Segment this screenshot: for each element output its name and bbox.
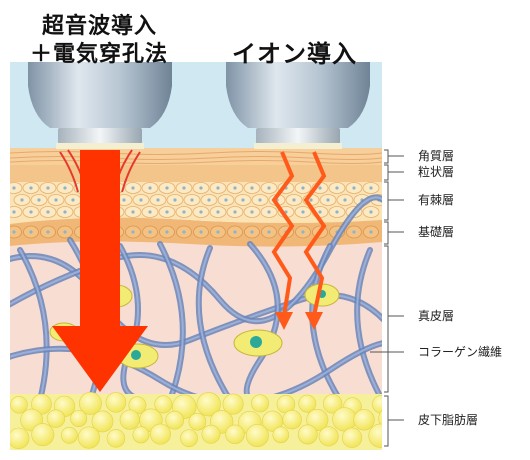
label-basal-layer: 基礎層 xyxy=(418,225,455,239)
label-dermis-layer: 真皮層 xyxy=(418,309,455,323)
title-right: イオン導入 xyxy=(232,40,357,68)
horny-layer-lines xyxy=(10,151,382,164)
epidermis-cells xyxy=(10,182,382,239)
title-left-line1: 超音波導入 xyxy=(42,14,158,39)
ion-zigzag-arrows xyxy=(271,151,327,317)
label-spinous-layer: 有棘層 xyxy=(418,193,455,207)
subcutis-fat-bubbles xyxy=(10,391,382,450)
right-probe xyxy=(226,62,370,149)
ion-arrow-heads xyxy=(275,312,323,330)
label-horny-layer: 角質層 xyxy=(418,149,455,163)
title-left-line2: ＋電気穿孔法 xyxy=(30,42,169,67)
label-collagen-fiber: コラーゲン繊維 xyxy=(418,345,503,359)
label-subcutis-layer: 皮下脂肪層 xyxy=(418,413,479,427)
left-probe xyxy=(28,62,172,149)
label-granular-layer: 粒状層 xyxy=(418,165,455,179)
layer-brackets xyxy=(370,149,404,447)
granular-layer xyxy=(10,164,382,182)
penetration-arrow xyxy=(52,150,148,392)
